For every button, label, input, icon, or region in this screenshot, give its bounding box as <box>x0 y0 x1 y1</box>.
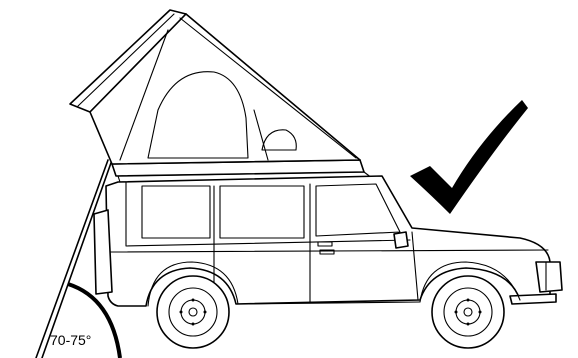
checkmark-icon <box>410 100 528 214</box>
angle-label: 70-75° <box>50 332 91 348</box>
rear-wheel <box>157 276 229 348</box>
rooftop-tent <box>70 10 364 176</box>
front-wheel <box>432 276 504 348</box>
